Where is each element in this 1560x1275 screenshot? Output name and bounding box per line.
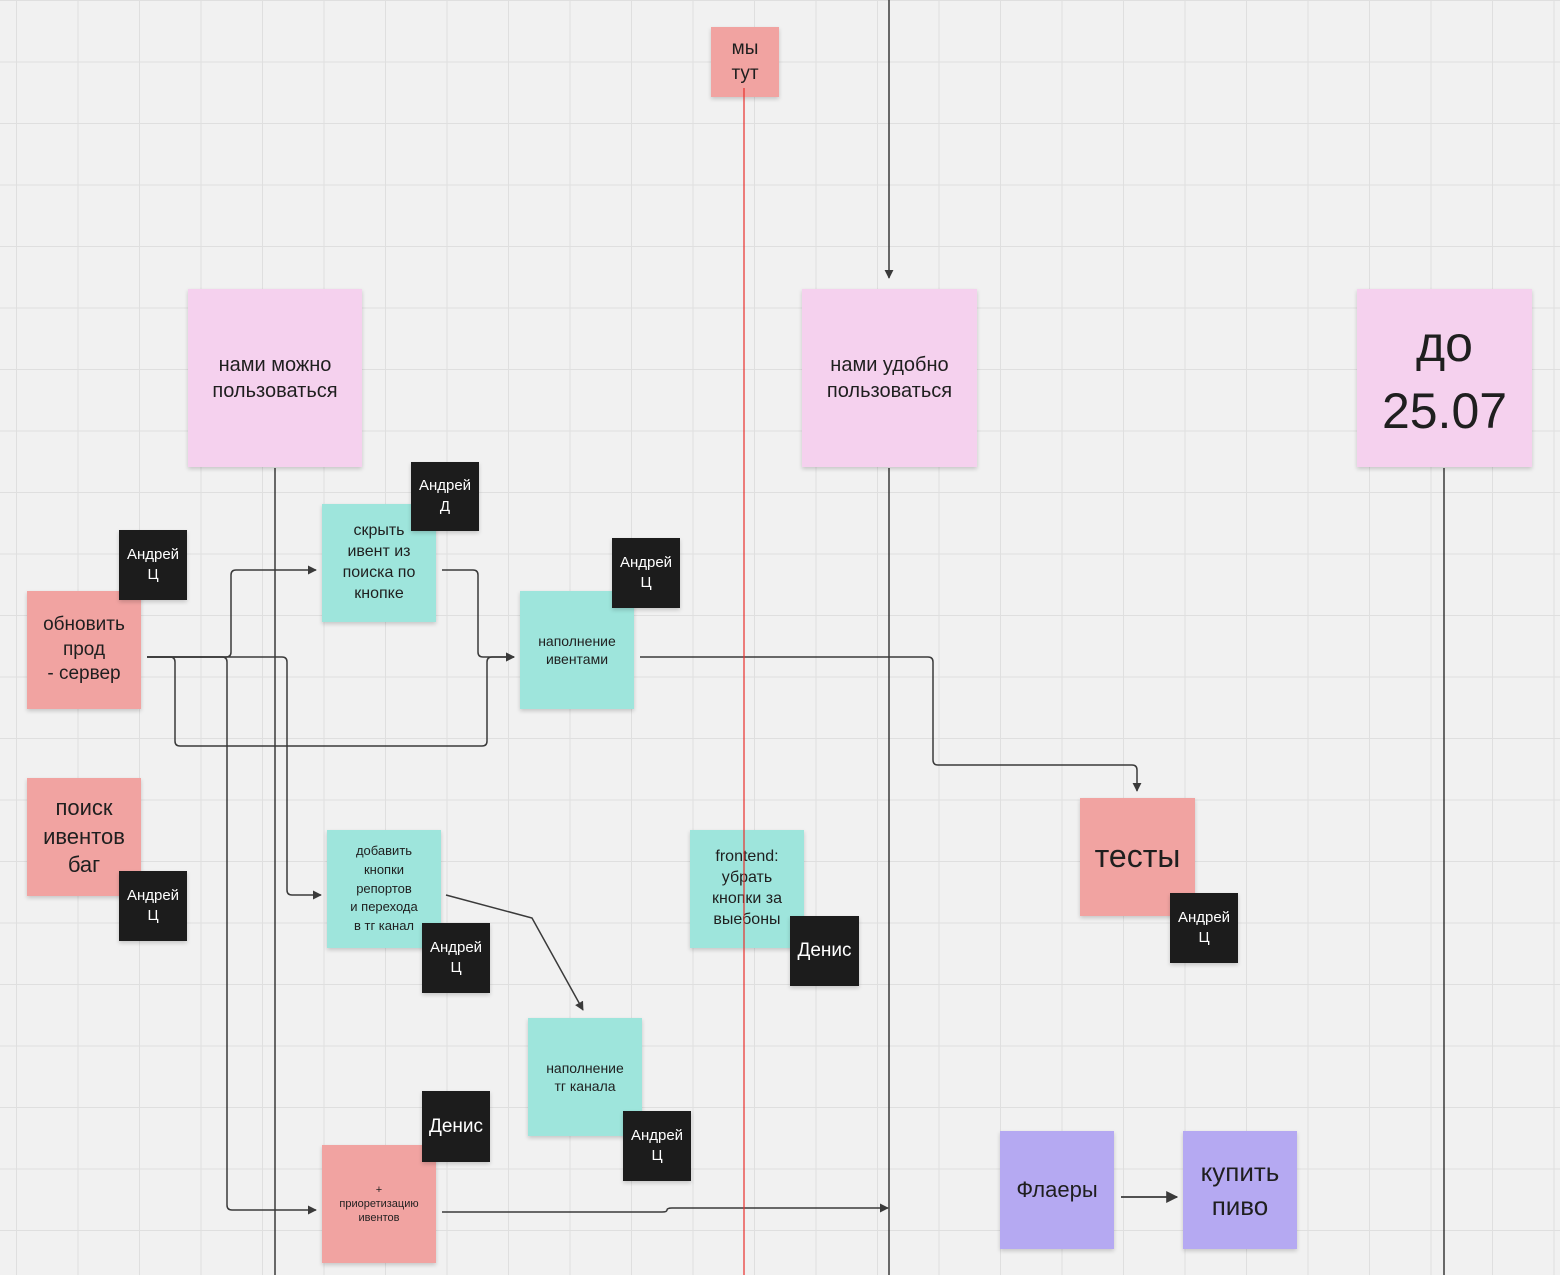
connector-update-to-add-buttons: [147, 656, 322, 900]
task-note-hide-event[interactable]: скрыть ивент из поиска по кнопке: [322, 504, 436, 622]
assignee-note-andrey-ts-fill-events[interactable]: Андрей Ц: [612, 538, 680, 608]
task-note-search-bug[interactable]: поиск ивентов баг: [27, 778, 141, 896]
assignee-note-denis-prioritize[interactable]: Денис: [422, 1091, 490, 1162]
task-note-add-buttons[interactable]: добавить кнопки репортов и перехода в тг…: [327, 830, 441, 948]
connector-update-to-fill-events: [147, 652, 515, 747]
task-note-frontend[interactable]: frontend: убрать кнопки за выебоны: [690, 830, 804, 948]
connector-prioritize-to-timeline: [442, 1203, 889, 1213]
marker-note-we-are-here[interactable]: мы тут: [711, 27, 779, 97]
connector-hide-to-fill-events: [442, 569, 515, 662]
assignee-note-denis-frontend[interactable]: Денис: [790, 916, 859, 986]
task-note-fill-events[interactable]: наполнение ивентами: [520, 591, 634, 709]
connector-fill-events-to-tests: [640, 656, 1142, 792]
task-note-prioritize[interactable]: + приоретизацию ивентов: [322, 1145, 436, 1263]
assignee-note-andrey-ts-add-buttons[interactable]: Андрей Ц: [422, 923, 490, 993]
assignee-note-andrey-ts-update[interactable]: Андрей Ц: [119, 530, 187, 600]
assignee-note-andrey-d-hide[interactable]: Андрей Д: [411, 462, 479, 531]
milestone-note-usable[interactable]: нами можно пользоваться: [188, 289, 362, 467]
assignee-note-andrey-ts-fill-tg[interactable]: Андрей Ц: [623, 1111, 691, 1181]
milestone-note-deadline[interactable]: до 25.07: [1357, 289, 1532, 467]
milestone-note-convenient[interactable]: нами удобно пользоваться: [802, 289, 977, 467]
assignee-note-andrey-ts-tests[interactable]: Андрей Ц: [1170, 893, 1238, 963]
task-note-buy-beer[interactable]: купить пиво: [1183, 1131, 1297, 1249]
task-note-flyers[interactable]: Флаеры: [1000, 1131, 1114, 1249]
assignee-note-andrey-ts-search-bug[interactable]: Андрей Ц: [119, 871, 187, 941]
task-note-update-prod[interactable]: обновить прод - сервер: [27, 591, 141, 709]
